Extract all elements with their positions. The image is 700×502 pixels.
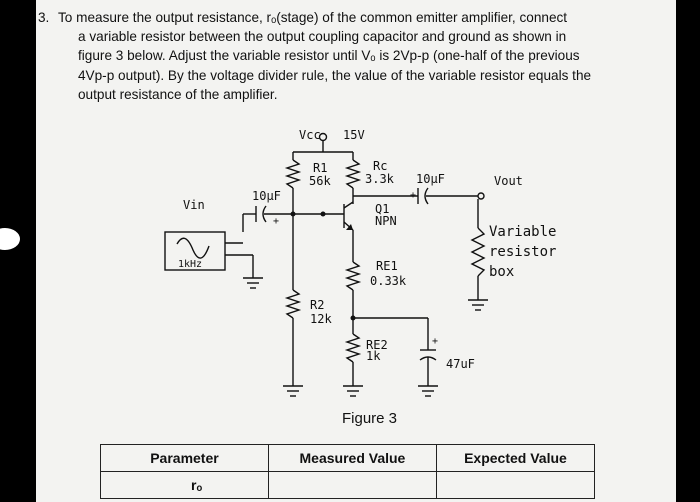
base-junction	[320, 211, 326, 217]
white-blob	[0, 228, 20, 250]
question-line-3: figure 3 below. Adjust the variable resi…	[78, 48, 580, 64]
worksheet	[36, 0, 676, 502]
c-bypass-value: 47uF	[446, 357, 475, 371]
c-bypass-plus: +	[432, 336, 438, 347]
question-text: 3. To measure the output resistance, rₒ(…	[38, 8, 658, 104]
divider-junction	[290, 211, 296, 217]
var-res-line-2: resistor	[489, 244, 556, 260]
figure-caption: Figure 3	[342, 410, 398, 427]
table-header-row: Parameter Measured Value Expected Value	[100, 444, 596, 472]
vcc-value: 15V	[343, 128, 365, 142]
c-in-value: 10µF	[252, 189, 281, 203]
emitter-junction	[350, 315, 356, 321]
r2-name: R2	[310, 298, 324, 312]
table-row: rₒ	[100, 471, 596, 499]
question-line-2: a variable resistor between the output c…	[78, 29, 567, 45]
header-parameter: Parameter	[100, 444, 269, 472]
rc-value: 3.3k	[365, 172, 395, 186]
cell-expected-value[interactable]	[435, 471, 596, 499]
circuit-diagram: Vcc 15V R1 56k Rc 3.3k 10µF + Vout Vin 1…	[164, 128, 556, 397]
question-number: 3.	[38, 10, 50, 25]
c-out-plus: +	[410, 190, 416, 201]
var-res-line-3: box	[489, 264, 514, 280]
c-in-plus: +	[273, 216, 279, 227]
q1-name: Q1	[375, 202, 389, 216]
re2-value: 1k	[366, 349, 381, 363]
q1-type: NPN	[375, 214, 397, 228]
var-res-line-1: Variable	[489, 224, 556, 240]
re2-name: RE2	[366, 338, 388, 352]
r2-value: 12k	[310, 312, 332, 326]
cell-measured-value[interactable]	[267, 471, 437, 499]
re1-name: RE1	[376, 259, 398, 273]
header-measured-value: Measured Value	[267, 444, 437, 472]
vout-label: Vout	[494, 174, 523, 188]
r1-name: R1	[313, 161, 327, 175]
source-frequency: 1kHz	[178, 259, 202, 270]
parameter-table: Parameter Measured Value Expected Value …	[100, 444, 596, 499]
cell-parameter: rₒ	[100, 471, 269, 499]
question-line-1: To measure the output resistance, rₒ(sta…	[58, 10, 568, 25]
vcc-node	[318, 132, 328, 142]
re1-value: 0.33k	[370, 274, 407, 288]
vcc-label: Vcc	[299, 128, 321, 142]
vout-node	[477, 192, 485, 200]
header-expected-value: Expected Value	[435, 444, 596, 472]
emitter-arrow	[346, 224, 353, 230]
question-line-4: 4Vp-p output). By the voltage divider ru…	[78, 67, 592, 83]
c-out-value: 10µF	[416, 172, 445, 186]
rc-name: Rc	[373, 159, 387, 173]
r1-value: 56k	[309, 174, 331, 188]
question-line-5: output resistance of the amplifier.	[78, 86, 278, 102]
vin-label: Vin	[183, 198, 205, 212]
